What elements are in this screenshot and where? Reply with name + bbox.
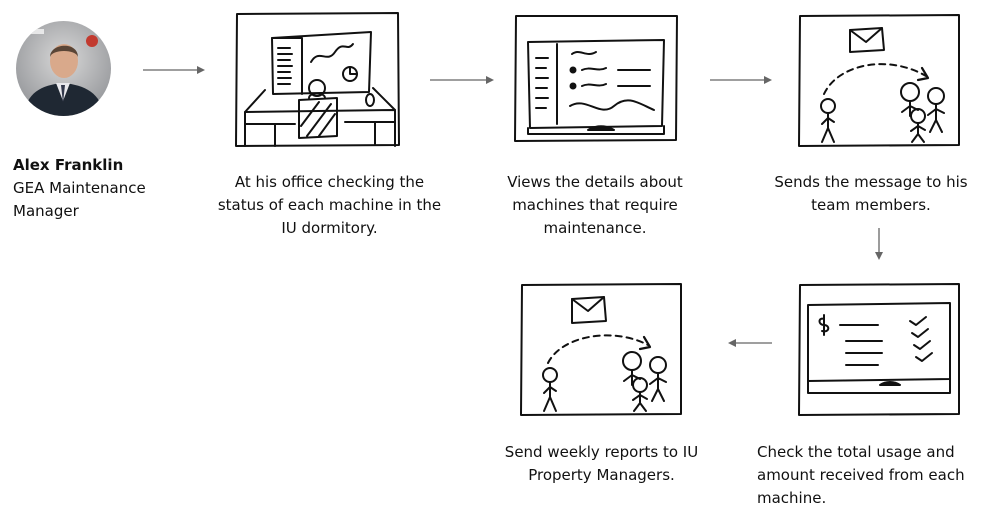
person-photo-icon bbox=[16, 21, 111, 116]
step-2-caption: Views the details about machines that re… bbox=[507, 173, 683, 237]
step-1-sketch bbox=[235, 12, 400, 147]
persona-role: GEA Maintenance Manager bbox=[13, 179, 146, 220]
arrow-down-icon bbox=[875, 228, 883, 260]
monitor-dollar-checklist-sketch-icon bbox=[798, 283, 960, 416]
step-2-sketch bbox=[514, 15, 678, 142]
step-3-sketch bbox=[798, 14, 960, 147]
step-5-caption: Send weekly reports to IU Property Manag… bbox=[504, 443, 699, 484]
avatar bbox=[16, 21, 111, 116]
monitor-list-sketch-icon bbox=[514, 15, 678, 142]
step-4-sketch bbox=[798, 283, 960, 416]
step-4-caption: Check the total usage and amount receive… bbox=[757, 443, 965, 507]
step-3-caption: Sends the message to his team members. bbox=[774, 173, 968, 214]
arrow-right-icon bbox=[430, 76, 494, 84]
office-desk-sketch-icon bbox=[235, 12, 400, 147]
persona-name: Alex Franklin bbox=[13, 156, 124, 174]
step-1-caption: At his office checking the status of eac… bbox=[217, 173, 442, 237]
envelope-to-managers-sketch-icon bbox=[520, 283, 682, 416]
step-5-sketch bbox=[520, 283, 682, 416]
envelope-to-team-sketch-icon bbox=[798, 14, 960, 147]
arrow-left-icon bbox=[728, 339, 772, 347]
arrow-right-icon bbox=[710, 76, 772, 84]
arrow-right-icon bbox=[143, 66, 205, 74]
